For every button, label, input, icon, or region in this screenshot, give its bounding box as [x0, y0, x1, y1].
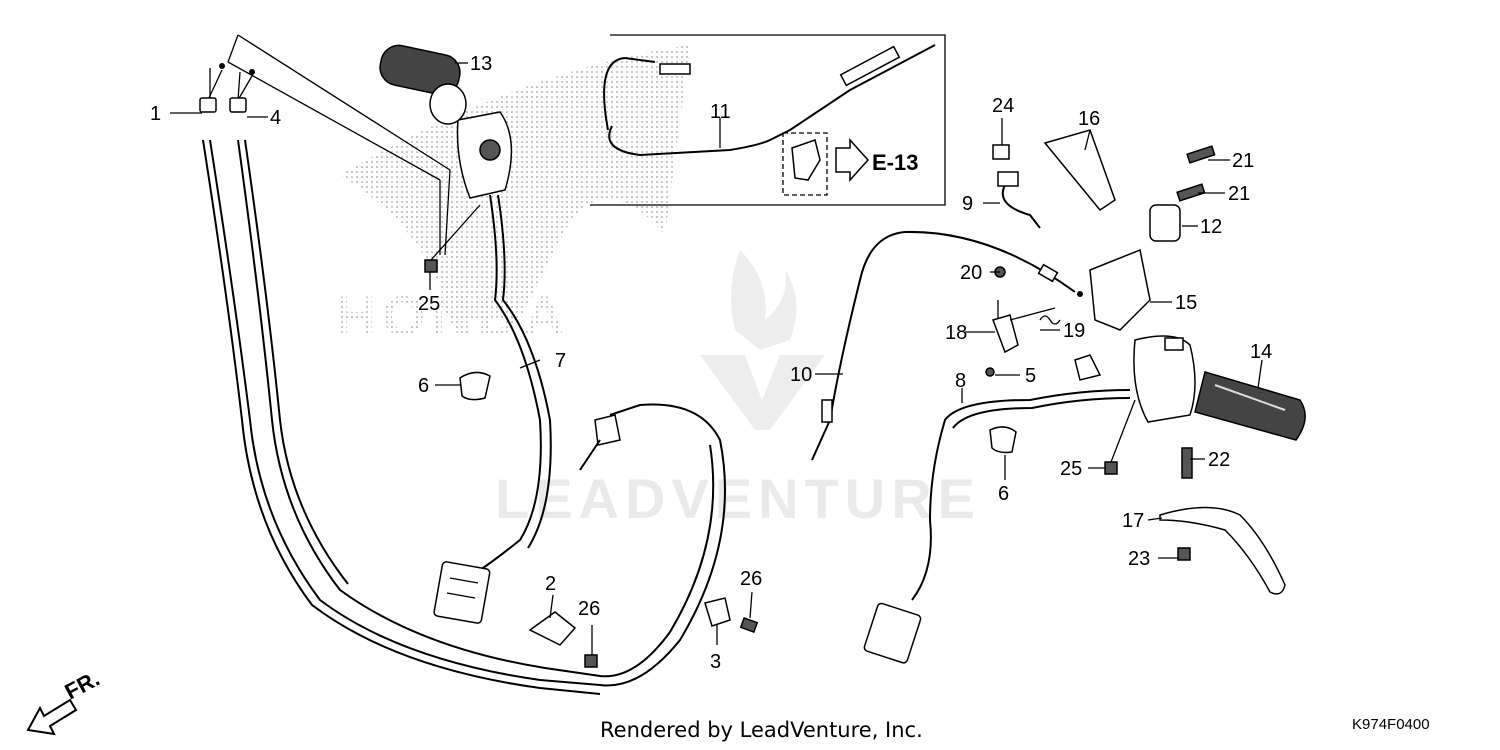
callout-7: 7 [555, 350, 566, 372]
callout-18: 18 [945, 322, 967, 344]
rendered-by-text: Rendered by LeadVenture, Inc. [600, 718, 923, 742]
throttle-housing-assembly [379, 44, 552, 624]
bolt-26-left [584, 654, 598, 668]
honda-logo-watermark: HONDA [335, 45, 690, 347]
callout-13: 13 [470, 53, 492, 75]
clamp-2 [528, 611, 577, 646]
callout-labels: 1 2 3 4 5 6 6 7 8 9 10 11 12 13 14 15 16… [150, 53, 1272, 673]
callout-23: 23 [1128, 548, 1150, 570]
leadventure-watermark: LEADVENTURE [495, 250, 981, 530]
throttle-grip-13 [379, 44, 467, 125]
grip-14 [1194, 371, 1306, 441]
reference-label: E-13 [872, 150, 918, 175]
callout-20: 20 [960, 262, 982, 284]
switch-clip [1074, 354, 1102, 381]
clutch-switch-18 [992, 300, 1019, 354]
cover-16 [1043, 129, 1116, 212]
cable-adjuster-threads [839, 45, 901, 87]
switch-lead-9 [997, 171, 1041, 229]
bracket-outline [791, 139, 821, 181]
bolt-25-left [424, 204, 481, 273]
callout-25-left: 25 [418, 293, 440, 315]
diagram-code: K974F0400 [1352, 716, 1430, 733]
spring-19 [1039, 315, 1061, 325]
callout-5: 5 [1025, 365, 1036, 387]
connector-8 [863, 602, 922, 664]
callout-15: 15 [1175, 292, 1197, 314]
callout-19: 19 [1063, 320, 1085, 342]
clamp-3 [704, 597, 731, 627]
callout-22: 22 [1208, 449, 1230, 471]
clamp-24 [992, 144, 1010, 160]
callout-17: 17 [1122, 510, 1144, 532]
switch-housing-right [1133, 335, 1196, 423]
callout-6-right: 6 [998, 483, 1009, 505]
bolt-22 [1181, 447, 1193, 479]
callout-14: 14 [1250, 341, 1272, 363]
bracket-reference-box [782, 132, 828, 196]
callout-6-left: 6 [418, 375, 429, 397]
cable-clamp-6-left [459, 371, 491, 401]
callout-26-right: 26 [740, 568, 762, 590]
callout-2: 2 [545, 573, 556, 595]
callout-25-right: 25 [1060, 458, 1082, 480]
leader-lines [170, 62, 1263, 655]
right-lever-assembly [811, 129, 1306, 664]
flame-icon [731, 250, 797, 350]
throttle-cable-4-adjuster [229, 97, 247, 113]
callout-10: 10 [790, 364, 812, 386]
arrow-front-icon [26, 698, 78, 736]
pin-5 [985, 367, 995, 377]
switch-lead-fitting [594, 414, 621, 446]
callout-8: 8 [955, 370, 966, 392]
callout-11: 11 [710, 101, 731, 123]
callout-3: 3 [710, 651, 721, 673]
front-direction-indicator: FR. [26, 666, 104, 736]
callout-24: 24 [992, 95, 1014, 117]
leadventure-watermark-text: LEADVENTURE [495, 467, 981, 530]
bolt-26-right [739, 616, 759, 634]
holder-12 [1149, 204, 1181, 242]
arrow-right-icon [835, 138, 870, 182]
nut-23 [1177, 547, 1191, 561]
bolt-21-upper [1186, 145, 1216, 164]
callout-1: 1 [150, 103, 161, 125]
reference-inset: E-13 [590, 34, 946, 206]
callout-9: 9 [962, 193, 973, 215]
lever-17 [1159, 506, 1286, 595]
lever-bracket-15 [1089, 248, 1151, 331]
wiring-clamps [528, 414, 759, 668]
bolt-25-right [1104, 461, 1118, 475]
front-label: FR. [61, 666, 104, 705]
v-logo-icon [700, 355, 825, 430]
throttle-cable-1-adjuster [199, 97, 217, 113]
connector-7 [433, 561, 491, 624]
callout-21-lower: 21 [1228, 183, 1250, 205]
throttle-cables [199, 34, 726, 695]
callout-16: 16 [1078, 108, 1100, 130]
callout-26-left: 26 [578, 598, 600, 620]
cable-clamp-6-right [989, 426, 1017, 454]
cable-end-fitting [659, 63, 691, 75]
callout-4: 4 [270, 107, 281, 129]
callout-21-upper: 21 [1232, 150, 1254, 172]
honda-logo-text: HONDA [335, 284, 570, 347]
callout-12: 12 [1200, 216, 1222, 238]
bolt-21-lower [1176, 183, 1206, 202]
